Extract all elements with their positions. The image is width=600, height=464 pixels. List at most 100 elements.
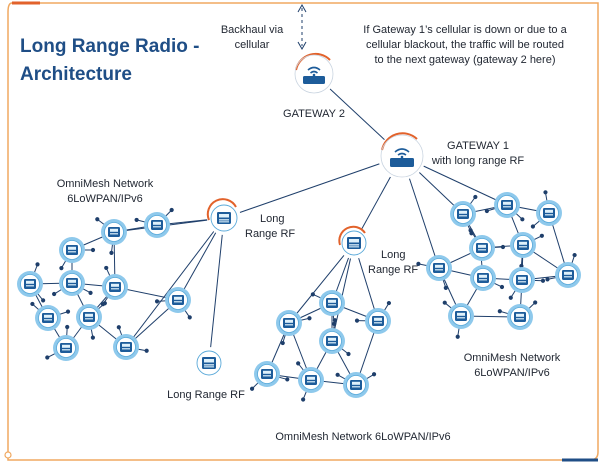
backhaul-label-2: cellular [235,39,270,51]
antenna-dot [307,316,312,321]
mesh-node-icon [470,265,496,291]
antenna-dot [30,301,35,307]
failover-note-3: to the next gateway (gateway 2 here) [375,54,556,66]
antenna-dot [540,278,546,283]
mesh-node-icon [426,255,452,281]
long-range-left-label-2: Range RF [245,228,295,240]
mesh-left-label-1: OmniMesh Network [57,178,154,190]
antenna-dot [187,315,192,320]
mesh-node-icon [450,201,476,227]
mesh-node-icon [536,200,562,226]
antenna-dot [443,285,448,290]
antenna-dot [169,207,174,213]
gateway-1-icon [378,132,426,180]
antenna-dot [65,324,70,330]
long-range-relay-icon [193,347,225,379]
antenna-dot [543,190,548,195]
antenna-dot [416,261,421,266]
antenna-dot [335,372,340,377]
antenna-dot [90,335,95,340]
mesh-right-label-2: 6LoWPAN/IPv6 [474,367,550,379]
mesh-node-icon [101,219,127,245]
antenna-dot [508,295,513,300]
antenna-dot [280,340,285,346]
antenna-dot [52,291,57,297]
antenna-dot [497,309,502,314]
mesh-node-icon [509,267,535,293]
antenna-dot [354,318,360,323]
antenna-dot [104,265,109,271]
antenna-dot [371,372,377,377]
antenna-dot [455,334,460,339]
antenna-dot [88,290,93,295]
antenna-dot [154,299,160,304]
antenna-dot [144,348,149,353]
antenna-dot [59,266,64,271]
mesh-node-icon [144,212,170,238]
title-line-1: Long Range Radio - [20,36,199,57]
title-line-2: Architecture [20,64,132,85]
antenna-dot [41,298,46,303]
mesh-node-icon [59,237,85,263]
antenna-dot [533,300,538,305]
mesh-node-icon [59,270,85,296]
mesh-node-icon [319,290,345,316]
mesh-node-icon [448,303,474,329]
long-range-relay-icon [206,198,241,235]
mesh-node-icon [555,262,581,288]
antenna-dot [95,217,100,222]
long-range-relay-icon [338,225,370,259]
long-range-center-label-1: Long [381,249,405,261]
mesh-node-icon [102,274,128,300]
mesh-nodes [17,192,581,398]
antenna-dot [442,300,447,305]
antenna-dot [45,355,50,360]
antenna-dot [473,194,478,200]
failover-note-1: If Gateway 1’s cellular is down or due t… [363,24,567,36]
mesh-node-icon [507,304,533,330]
mesh-node-icon [494,192,520,218]
mesh-node-icon [35,305,61,331]
backhaul-label-1: Backhaul via [221,24,284,36]
connection-line [125,217,225,348]
antenna-dot [332,318,338,323]
connection-line [288,242,355,324]
mesh-bottom-label: OmniMesh Network 6LoWPAN/IPv6 [275,431,450,443]
mesh-node-icon [53,335,79,361]
gateway-2-icon [292,52,336,96]
antenna-dot [296,361,301,366]
antenna-dot [484,208,489,214]
antenna-dot [109,250,114,255]
antenna-dot [346,351,351,357]
mesh-node-icon [510,232,536,258]
connection-line [223,155,403,219]
long-range-center-label-2: Range RF [368,264,418,276]
antenna-dot [386,300,392,306]
antenna-dot [310,292,315,297]
antenna-dot [500,244,506,250]
gateway-1-label-2: with long range RF [431,155,525,167]
gateway-2-label: GATEWAY 2 [283,108,345,120]
mesh-node-icon [343,372,369,398]
antenna-dot [301,397,306,402]
antenna-dot [572,252,577,258]
mesh-node-icon [298,367,324,393]
antenna-dot [520,217,525,222]
mesh-node-icon [165,287,191,313]
antenna-dot [116,325,121,330]
connection-line [208,217,225,364]
backhaul-arrow [297,3,307,51]
page-frame [4,1,599,462]
antenna-dot [249,386,255,391]
mesh-left-label-2: 6LoWPAN/IPv6 [67,193,143,205]
long-range-rf-relays [193,198,370,379]
failover-note-2: cellular blackout, the traffic will be r… [366,39,564,51]
antenna-dot [499,284,505,290]
antenna-dot [134,217,139,223]
mesh-node-icon [76,304,102,330]
mesh-node-icon [365,308,391,334]
mesh-node-icon [113,334,139,360]
long-range-bottom-label: Long Range RF [167,389,245,401]
mesh-node-icon [276,310,302,336]
